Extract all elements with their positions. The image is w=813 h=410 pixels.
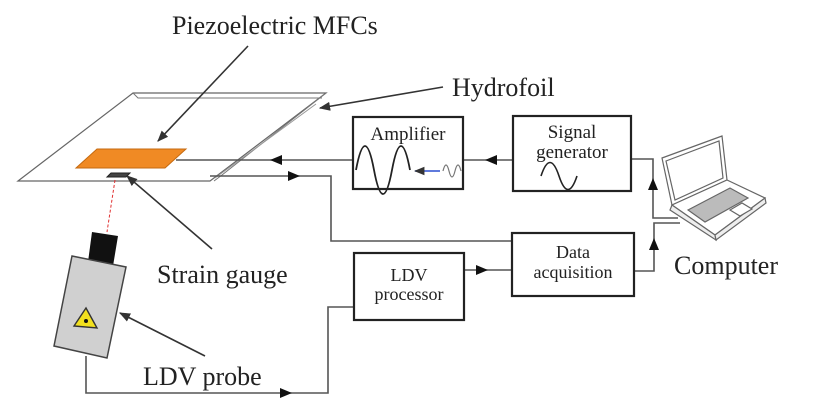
hydrofoil bbox=[16, 92, 328, 182]
arrow-strain-gauge bbox=[288, 171, 300, 181]
laser-beam bbox=[106, 179, 116, 233]
computer-laptop-icon bbox=[661, 135, 767, 242]
signal-generator-label-line2: generator bbox=[536, 142, 608, 163]
computer-label: Computer bbox=[674, 251, 778, 280]
hydrofoil-label: Hydrofoil bbox=[452, 73, 555, 102]
ldv-processor-label-line2: processor bbox=[375, 284, 444, 304]
arrow-to-daq bbox=[476, 265, 488, 275]
strain-gauge-pointer bbox=[126, 175, 213, 250]
strain-gauge bbox=[105, 172, 132, 178]
mfc-pointer bbox=[157, 45, 249, 142]
wire-strain-gauge-to-daq bbox=[210, 175, 513, 242]
ldv-probe bbox=[53, 232, 127, 359]
amplified-wave bbox=[355, 145, 411, 195]
signal-wave bbox=[540, 161, 578, 191]
signal-generator-block bbox=[511, 114, 633, 193]
arrow-to-mfc bbox=[270, 155, 282, 165]
hydrofoil-pointer bbox=[318, 86, 444, 111]
strain-gauge-label: Strain gauge bbox=[157, 260, 288, 289]
arrow-ldv-probe bbox=[280, 388, 292, 398]
mfc-label: Piezoelectric MFCs bbox=[172, 11, 378, 40]
ldv-processor-block bbox=[352, 251, 466, 322]
amplifier-label: Amplifier bbox=[371, 124, 447, 145]
ldv-probe-pointer bbox=[119, 312, 206, 357]
mfc-patch bbox=[74, 148, 188, 169]
arrow-computer-to-siggen bbox=[648, 178, 658, 190]
ldv-probe-label: LDV probe bbox=[143, 362, 262, 391]
data-acquisition-block bbox=[510, 231, 636, 298]
arrow-to-computer bbox=[649, 238, 659, 250]
input-wave bbox=[442, 164, 462, 178]
arrow-to-amplifier bbox=[485, 155, 497, 165]
amplifier-block bbox=[351, 115, 465, 195]
data-acquisition-label-line1: Data bbox=[556, 242, 590, 262]
signal-generator-label-line1: Signal bbox=[548, 122, 597, 143]
ldv-processor-label-line1: LDV bbox=[391, 265, 428, 285]
laser-warning-icon bbox=[72, 306, 99, 329]
wire-ldv-probe-to-processor bbox=[85, 306, 353, 394]
data-acquisition-label-line2: acquisition bbox=[534, 262, 613, 282]
